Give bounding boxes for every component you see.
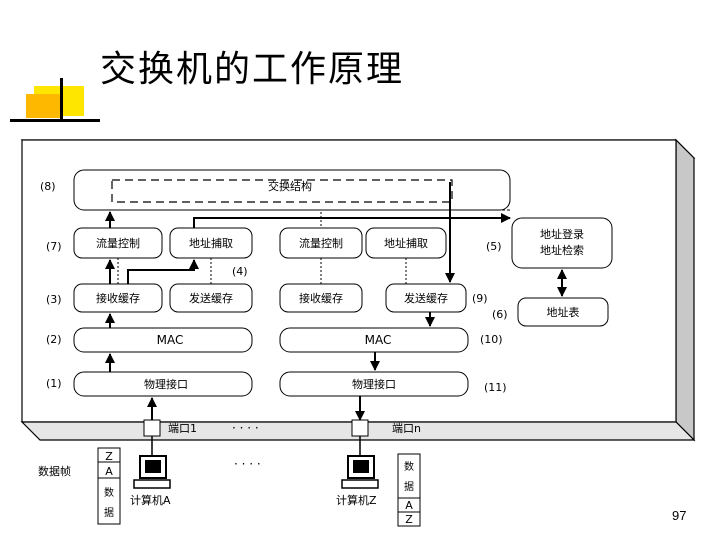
step-8-label: (8) [40, 180, 56, 193]
right-phy-label: 物理接口 [352, 377, 396, 391]
port-n-connector [351, 419, 369, 437]
right-recv-buffer-label: 接收缓存 [299, 291, 343, 305]
left-addr-capture-label: 地址捕取 [189, 236, 233, 250]
step-11-label: (11) [484, 381, 507, 394]
frame-right-data-1: 数 [404, 460, 414, 473]
step-7-label: (7) [46, 240, 62, 253]
left-phy-box [73, 371, 253, 397]
step-1-label: (1) [46, 377, 62, 390]
addr-search-label: 地址检索 [540, 243, 584, 257]
frame-left-data-2: 据 [104, 506, 114, 519]
title-underline [10, 119, 100, 122]
computer-a-label: 计算机A [130, 493, 171, 507]
frame-right-z: Z [405, 513, 413, 526]
right-send-buffer-label: 发送缓存 [404, 291, 448, 305]
port-1-connector [143, 419, 161, 437]
frame-left-z: Z [105, 450, 113, 463]
data-frame-label: 数据帧 [38, 464, 71, 478]
step-5-label: (5) [486, 240, 502, 253]
right-phy-box [279, 371, 469, 397]
step-4-label: (4) [232, 265, 248, 278]
frame-right-data-2: 据 [404, 480, 414, 493]
computer-z-label: 计算机Z [336, 493, 377, 507]
addr-table-box [517, 297, 609, 327]
step-2-label: (2) [46, 333, 62, 346]
ellipsis-bottom: · · · · [234, 457, 261, 471]
flow-arrows [105, 182, 511, 422]
computer-a-icon [133, 455, 171, 489]
step-9-label: (9) [472, 292, 488, 305]
ellipsis-top: · · · · [232, 421, 259, 435]
title-accent-vertical-line [60, 78, 63, 122]
connector-lines [117, 212, 407, 284]
left-phy-label: 物理接口 [144, 377, 188, 391]
port-1-label: 端口1 [168, 422, 197, 435]
left-mac-box [73, 327, 253, 353]
right-send-buffer-box [385, 283, 467, 313]
frame-left-a: A [105, 465, 113, 478]
addr-register-search-box [511, 217, 613, 269]
step-10-label: (10) [480, 333, 503, 346]
left-flow-control-label: 流量控制 [96, 236, 140, 250]
left-send-buffer-label: 发送缓存 [189, 291, 233, 305]
step-3-label: (3) [46, 293, 62, 306]
addr-register-label: 地址登录 [540, 227, 584, 241]
port-n-label: 端口n [392, 422, 421, 435]
left-data-frame [97, 447, 121, 525]
switch-fabric-dashed-path [111, 179, 453, 203]
slide-title: 交换机的工作原理 [100, 49, 405, 90]
left-recv-buffer-label: 接收缓存 [96, 291, 140, 305]
addr-table-label: 地址表 [547, 305, 580, 319]
right-flow-control-label: 流量控制 [299, 236, 343, 250]
frame-right-a: A [405, 499, 413, 512]
right-data-frame [397, 453, 421, 527]
left-mac-label: MAC [157, 333, 184, 347]
switch-fabric-label: 交换结构 [268, 179, 312, 193]
frame-left-data-1: 数 [104, 486, 114, 499]
step-6-label: (6) [492, 308, 508, 321]
right-mac-label: MAC [365, 333, 392, 347]
title-accent-square-orange [26, 94, 60, 118]
page-number: 97 [672, 508, 687, 523]
right-addr-capture-label: 地址捕取 [384, 236, 428, 250]
computer-z-icon [341, 455, 379, 489]
